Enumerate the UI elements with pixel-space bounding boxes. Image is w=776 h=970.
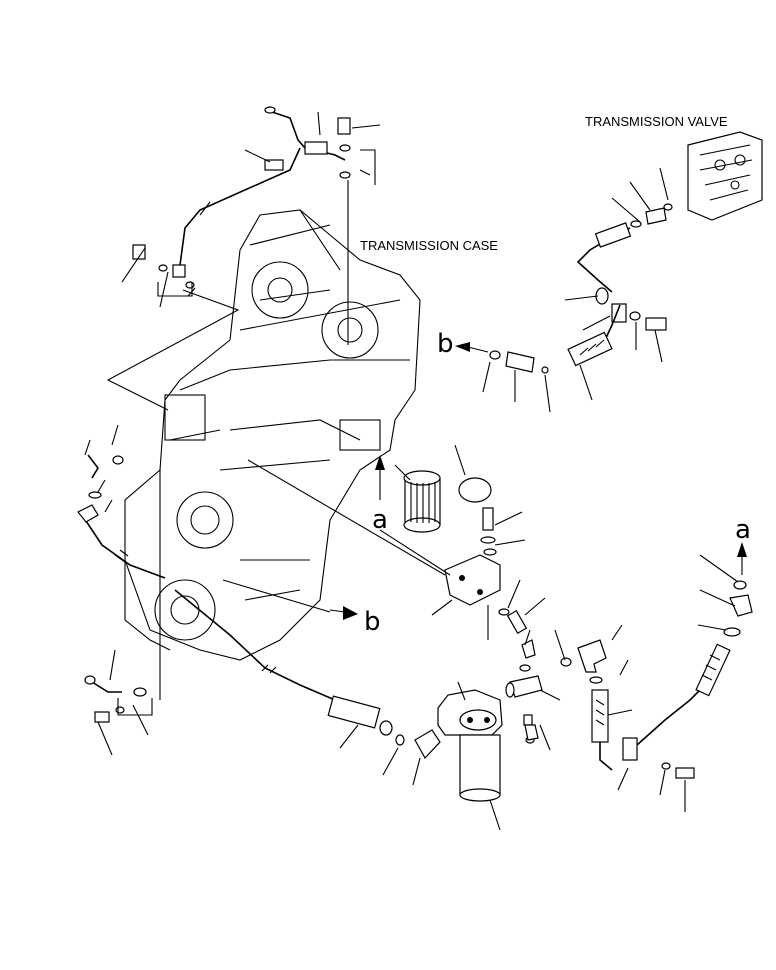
left-hose-assembly — [77, 424, 166, 756]
transmission-case-label: TRANSMISSION CASE — [360, 238, 498, 253]
callout-arrows — [329, 342, 747, 620]
callout-b-top: b — [437, 329, 454, 359]
callout-b-bottom: b — [364, 607, 381, 637]
top-oil-pipe-assembly — [106, 106, 381, 411]
filter-fittings — [505, 629, 572, 751]
callout-a-bottom: a — [372, 505, 388, 535]
callout-a-top: a — [735, 515, 751, 545]
filter-bracket — [379, 507, 546, 640]
right-hose-assembly — [577, 554, 753, 812]
transmission-case — [124, 209, 421, 661]
transmission-valve — [482, 131, 763, 413]
filter-hose — [174, 589, 441, 786]
leader-lines — [222, 459, 446, 674]
transmission-valve-label: TRANSMISSION VALVE — [585, 114, 728, 129]
filter-housing — [437, 681, 503, 831]
filter-element — [394, 444, 492, 533]
